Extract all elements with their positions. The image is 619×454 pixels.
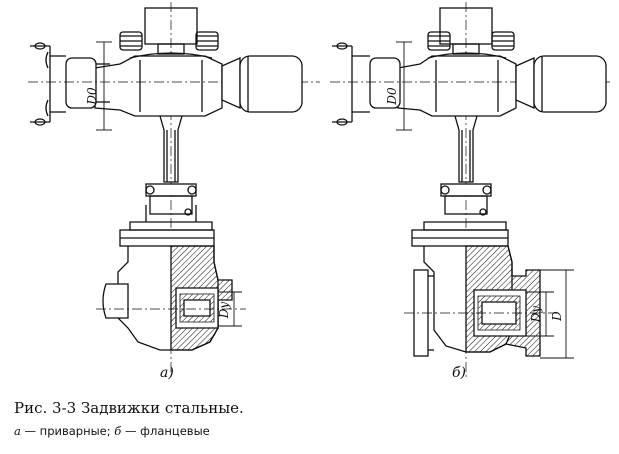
caption-a-text: — приварные; (20, 424, 115, 438)
caption-b-letter: б (114, 424, 122, 438)
caption-a-letter: а (14, 424, 21, 438)
dim-d0-label-b: D0 (385, 87, 399, 106)
valve-b-drawing (330, 2, 612, 380)
dim-dy-label-b: Dу (529, 306, 543, 324)
valve-a-drawing (28, 2, 320, 380)
panel-a-label: а) (160, 365, 174, 381)
dim-d-label-b: D (550, 311, 564, 322)
dim-d0-label-a: D0 (85, 87, 99, 106)
figure-caption-legend: а — приварные; б — фланцевые (14, 424, 210, 438)
panel-b-label: б) (452, 365, 467, 381)
figure-caption-title: Рис. 3-3 Задвижки стальные. (14, 399, 244, 417)
caption-b-text: — фланцевые (121, 424, 210, 438)
dim-dy-label-a: Dу (217, 302, 231, 320)
